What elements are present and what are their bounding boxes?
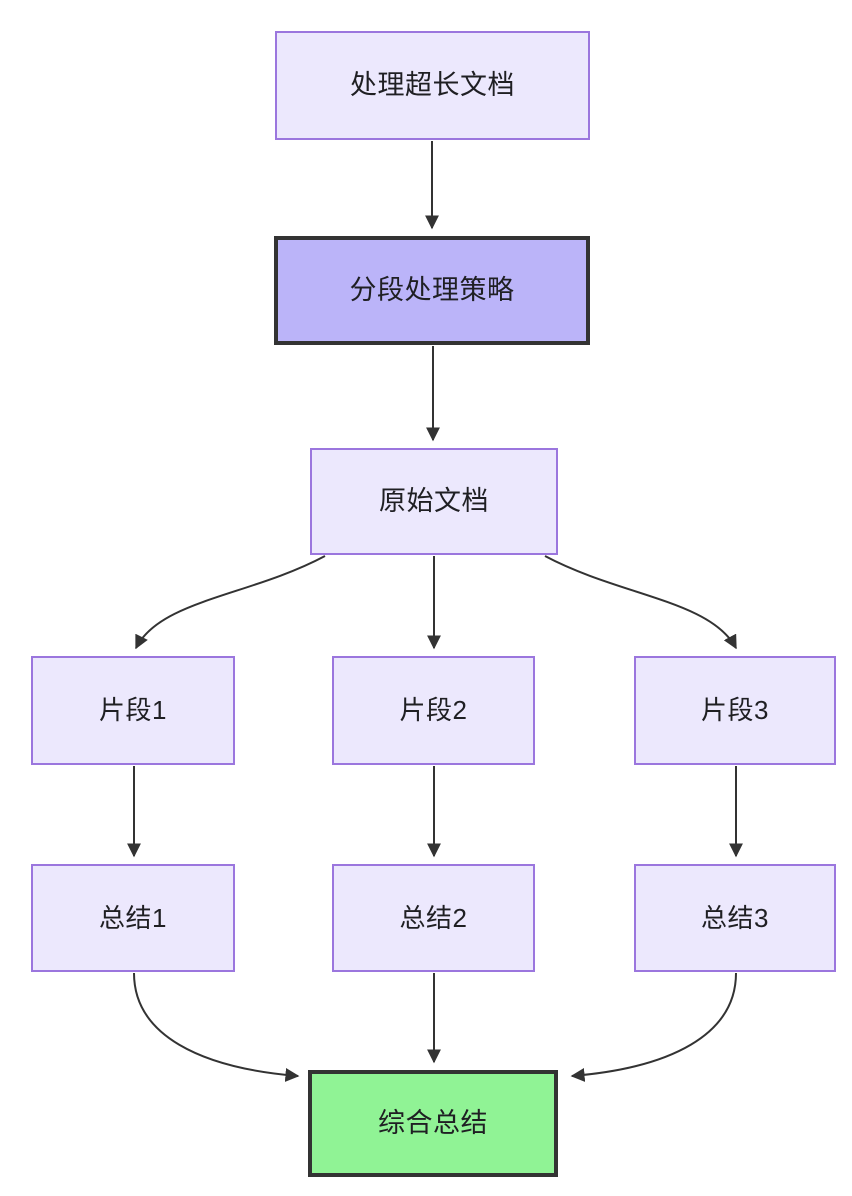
edge-summary3-to-final — [570, 972, 737, 1082]
node-summary-1[interactable]: 总结1 — [31, 864, 235, 972]
node-summary-3[interactable]: 总结3 — [634, 864, 836, 972]
node-chunk-3[interactable]: 片段3 — [634, 656, 836, 765]
node-label: 片段1 — [99, 695, 167, 726]
node-chunk-1[interactable]: 片段1 — [31, 656, 235, 765]
node-label: 片段2 — [399, 695, 468, 726]
node-label: 综合总结 — [378, 1107, 488, 1138]
node-label: 处理超长文档 — [350, 69, 515, 100]
node-original-document[interactable]: 原始文档 — [310, 448, 558, 555]
node-chunk-2[interactable]: 片段2 — [332, 656, 535, 765]
node-label: 总结3 — [701, 902, 769, 933]
node-label: 片段3 — [701, 695, 769, 726]
edge-original-to-chunk1 — [135, 555, 326, 650]
node-label: 分段处理策略 — [349, 274, 515, 305]
node-chunking-strategy[interactable]: 分段处理策略 — [274, 236, 590, 345]
node-label: 原始文档 — [379, 485, 489, 516]
edge-original-to-chunk3 — [544, 555, 737, 650]
node-label: 总结1 — [99, 902, 167, 933]
edge-summary1-to-final — [133, 972, 300, 1082]
node-label: 总结2 — [399, 902, 468, 933]
node-process-long-document[interactable]: 处理超长文档 — [275, 31, 590, 140]
node-combined-summary[interactable]: 综合总结 — [308, 1070, 558, 1177]
node-summary-2[interactable]: 总结2 — [332, 864, 535, 972]
